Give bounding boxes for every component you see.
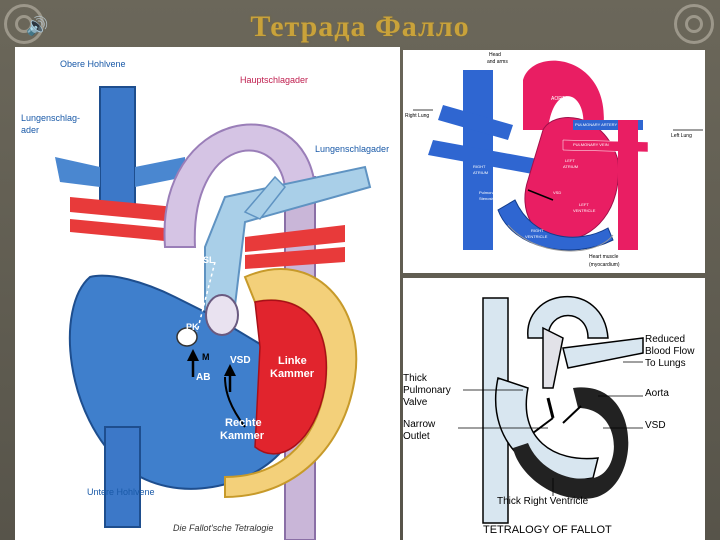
tr-la-1: LEFT — [565, 158, 575, 163]
br-narrow-2: Outlet — [403, 431, 430, 442]
left-heart-diagram: Obere Hohlvene Hauptschlagader Lungensch… — [15, 47, 400, 540]
bottom-right-heart-diagram: Thick Pulmonary Valve Narrow Outlet Redu… — [403, 278, 705, 540]
label-linke-2: Kammer — [270, 368, 314, 380]
label-sl: SL — [203, 255, 215, 265]
tr-heart-muscle-2: (myocardium) — [589, 262, 620, 268]
top-right-svg — [403, 50, 705, 273]
label-m: M — [202, 352, 210, 362]
br-thick-1: Thick — [403, 373, 427, 384]
br-reduced-2: Blood Flow — [645, 346, 694, 357]
tr-vsd: VSD — [553, 190, 561, 195]
left-caption: Die Fallot'sche Tetralogie — [173, 523, 273, 533]
br-narrow-1: Narrow — [403, 419, 435, 430]
label-lungenschlagader-2: Lungenschlagader — [315, 144, 389, 154]
label-obere-hohlvene: Obere Hohlvene — [60, 59, 126, 69]
br-caption: TETRALOGY OF FALLOT — [483, 524, 612, 536]
tr-head: Head — [489, 52, 501, 58]
br-aorta: Aorta — [645, 388, 669, 399]
tr-aorta: AORTA — [551, 96, 568, 102]
tr-stenosis-2: Stenosis — [479, 196, 494, 201]
label-untere-hohlvene: Untere Hohlvene — [87, 487, 155, 497]
tr-rv-2: VENTRICLE — [525, 234, 547, 239]
tr-left-lung: Left Lung — [671, 133, 692, 139]
br-thick-right-ventricle: Thick Right Ventricle — [497, 496, 588, 507]
br-vsd: VSD — [645, 420, 666, 431]
label-lungenschlagader-1b: ader — [21, 125, 39, 135]
label-rechte-1: Rechte — [225, 417, 262, 429]
label-vsd: VSD — [230, 355, 251, 366]
label-rechte-2: Kammer — [220, 430, 264, 442]
tr-rv-1: RIGHT — [531, 228, 543, 233]
tr-right-lung: Right Lung — [405, 113, 429, 119]
tr-arms: and arms — [487, 59, 508, 65]
br-reduced-1: Reduced — [645, 334, 685, 345]
tr-lv-1: LEFT — [579, 202, 589, 207]
br-thick-2: Pulmonary — [403, 385, 451, 396]
label-ab: AB — [196, 372, 210, 383]
label-hauptschlagader: Hauptschlagader — [240, 75, 308, 85]
label-linke-1: Linke — [278, 355, 307, 367]
tr-la-2: ATRIUM — [563, 164, 578, 169]
tr-ra-2: ATRIUM — [473, 170, 488, 175]
top-right-heart-diagram: Head and arms Right Lung Left Lung AORTA… — [403, 50, 705, 273]
tr-pulmonary-artery: PULMONARY ARTERY — [575, 122, 617, 127]
label-pk: PK — [186, 322, 199, 332]
br-thick-3: Valve — [403, 397, 427, 408]
tr-lv-2: VENTRICLE — [573, 208, 595, 213]
br-reduced-3: To Lungs — [645, 358, 686, 369]
tr-ra-1: RIGHT — [473, 164, 485, 169]
tr-stenosis-1: Pulmonary — [479, 190, 498, 195]
tr-pulmonary-vein: PULMONARY VEIN — [573, 142, 609, 147]
label-lungenschlagader-1a: Lungenschlag- — [21, 113, 80, 123]
slide-title: Тетрада Фалло — [0, 10, 720, 44]
tr-heart-muscle-1: Heart muscle — [589, 254, 618, 260]
